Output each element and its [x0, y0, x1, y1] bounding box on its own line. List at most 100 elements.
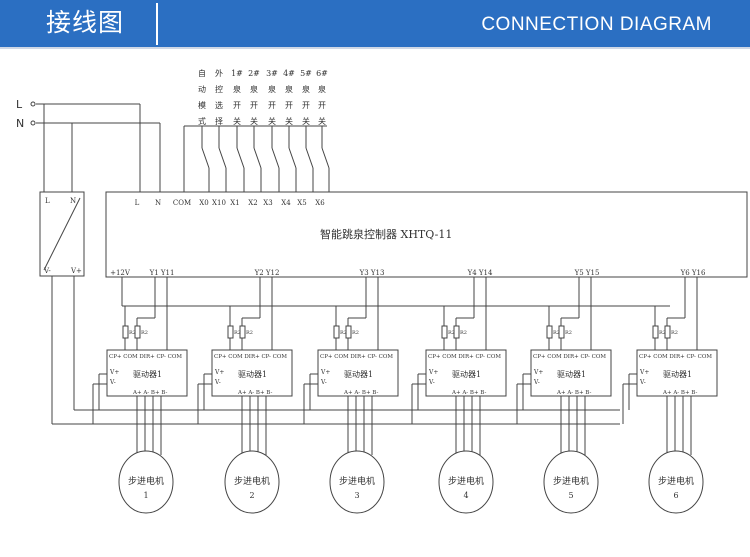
switch-contact: [201, 147, 210, 169]
motor-number: 3: [354, 491, 359, 500]
controller-top-terminal: X0: [199, 199, 208, 207]
switch-contact: [236, 147, 245, 169]
title-en: CONNECTION DIAGRAM: [481, 14, 712, 35]
resistor-label: R2: [234, 330, 241, 336]
driver-box: [530, 349, 612, 397]
switch-label-char: 自: [198, 68, 206, 78]
driver-name: 驱动器1: [133, 369, 162, 379]
power-n-label: N: [16, 117, 24, 130]
switch-label-char: 开: [233, 101, 241, 110]
switch-label-char: 开: [302, 101, 310, 110]
driver-top-terminals: CP+ COM DIR+ CP- COM: [320, 354, 393, 360]
supply-out-pos: V+: [70, 267, 82, 275]
controller-top-terminal: L: [135, 199, 140, 207]
driver-box: [636, 349, 718, 397]
switch-label-char: 泉: [318, 84, 326, 94]
driver-name: 驱动器1: [557, 369, 586, 379]
switch-contact: [305, 147, 314, 169]
stepper-motor: [648, 450, 704, 514]
switch-label-char: 选: [215, 100, 223, 110]
header-underline: [0, 47, 750, 49]
controller-top-terminal: N: [155, 199, 161, 207]
switch-label-char: 6#: [316, 69, 328, 78]
driver-top-terminals: CP+ COM DIR+ CP- COM: [639, 354, 712, 360]
driver-top-terminals: CP+ COM DIR+ CP- COM: [214, 354, 287, 360]
stepper-motor: [329, 450, 385, 514]
switch-label-char: 关: [250, 116, 258, 126]
switch-label-char: 动: [198, 84, 206, 94]
controller-top-terminal: X10: [212, 199, 226, 207]
driver-name: 驱动器1: [452, 369, 481, 379]
resistor-label: R2: [553, 330, 560, 336]
switch-label-char: 控: [215, 84, 223, 94]
controller-bottom-terminal: Y3 Y13: [359, 269, 385, 277]
driver-v-pos: V+: [639, 369, 649, 376]
switch-label-char: 4#: [283, 69, 295, 78]
driver-bottom-terminals: A+ A- B+ B-: [132, 390, 167, 396]
motor-name: 步进电机: [448, 475, 484, 487]
power-supply-box: [39, 191, 85, 277]
driver-v-neg: V-: [428, 379, 435, 386]
switch-label-char: 泉: [285, 84, 293, 94]
driver-box: [211, 349, 293, 397]
driver-bottom-terminals: A+ A- B+ B-: [556, 390, 591, 396]
stepper-motor: [224, 450, 280, 514]
resistor: [546, 325, 553, 339]
switch-label-char: 开: [318, 101, 326, 110]
driver-v-pos: V+: [533, 369, 543, 376]
driver-name: 驱动器1: [238, 369, 267, 379]
controller-top-terminal: X3: [263, 199, 272, 207]
controller-bottom-terminal: Y2 Y12: [254, 269, 280, 277]
resistor: [333, 325, 340, 339]
resistor-label: R2: [246, 330, 253, 336]
motor-number: 5: [568, 491, 573, 500]
switch-label-char: 泉: [250, 84, 258, 94]
switch-label-char: 开: [250, 101, 258, 110]
driver-box: [425, 349, 507, 397]
switch-label-char: 3#: [266, 69, 278, 78]
controller-box: [105, 191, 748, 278]
driver-v-pos: V+: [320, 369, 330, 376]
controller-top-terminal: X5: [297, 199, 306, 207]
switch-label-char: 1#: [231, 69, 243, 78]
title-cn: 接线图: [46, 8, 125, 37]
switch-label-char: 泉: [302, 84, 310, 94]
switch-label-char: 关: [285, 116, 293, 126]
motor-number: 2: [249, 491, 254, 500]
driver-bottom-terminals: A+ A- B+ B-: [237, 390, 272, 396]
controller-name: 智能跳泉控制器 XHTQ-11: [320, 227, 452, 241]
switch-label-char: 5#: [300, 69, 312, 78]
header-divider: [156, 3, 158, 45]
driver-name: 驱动器1: [663, 369, 692, 379]
driver-name: 驱动器1: [344, 369, 373, 379]
switch-label-char: 关: [233, 116, 241, 126]
resistor-label: R2: [129, 330, 136, 336]
switch-label-char: 2#: [248, 69, 260, 78]
driver-v-neg: V-: [533, 379, 540, 386]
switch-label-char: 关: [318, 116, 326, 126]
switch-label-char: 泉: [268, 84, 276, 94]
switch-label-char: 关: [268, 116, 276, 126]
controller-top-terminal: COM: [173, 199, 191, 207]
motor-name: 步进电机: [234, 475, 270, 487]
driver-box: [317, 349, 399, 397]
driver-v-neg: V-: [320, 379, 327, 386]
driver-top-terminals: CP+ COM DIR+ CP- COM: [428, 354, 501, 360]
power-l-label: L: [16, 98, 23, 111]
resistor-label: R2: [352, 330, 359, 336]
switch-label-char: 式: [198, 116, 206, 126]
switch-contact: [253, 147, 262, 169]
switch-label-char: 关: [302, 116, 310, 126]
stepper-motor: [118, 450, 174, 514]
header-banner: 接线图 CONNECTION DIAGRAM: [0, 0, 750, 47]
controller-bottom-terminal: Y6 Y16: [680, 269, 706, 277]
driver-bottom-terminals: A+ A- B+ B-: [451, 390, 486, 396]
controller-top-terminal: X6: [315, 199, 325, 207]
switch-label-char: 泉: [233, 84, 241, 94]
switch-label-char: 开: [285, 101, 293, 110]
resistor: [122, 325, 129, 339]
switch-label-char: 外: [215, 68, 223, 78]
resistor: [227, 325, 234, 339]
controller-bottom-terminal: Y4 Y14: [467, 269, 493, 277]
driver-bottom-terminals: A+ A- B+ B-: [343, 390, 378, 396]
